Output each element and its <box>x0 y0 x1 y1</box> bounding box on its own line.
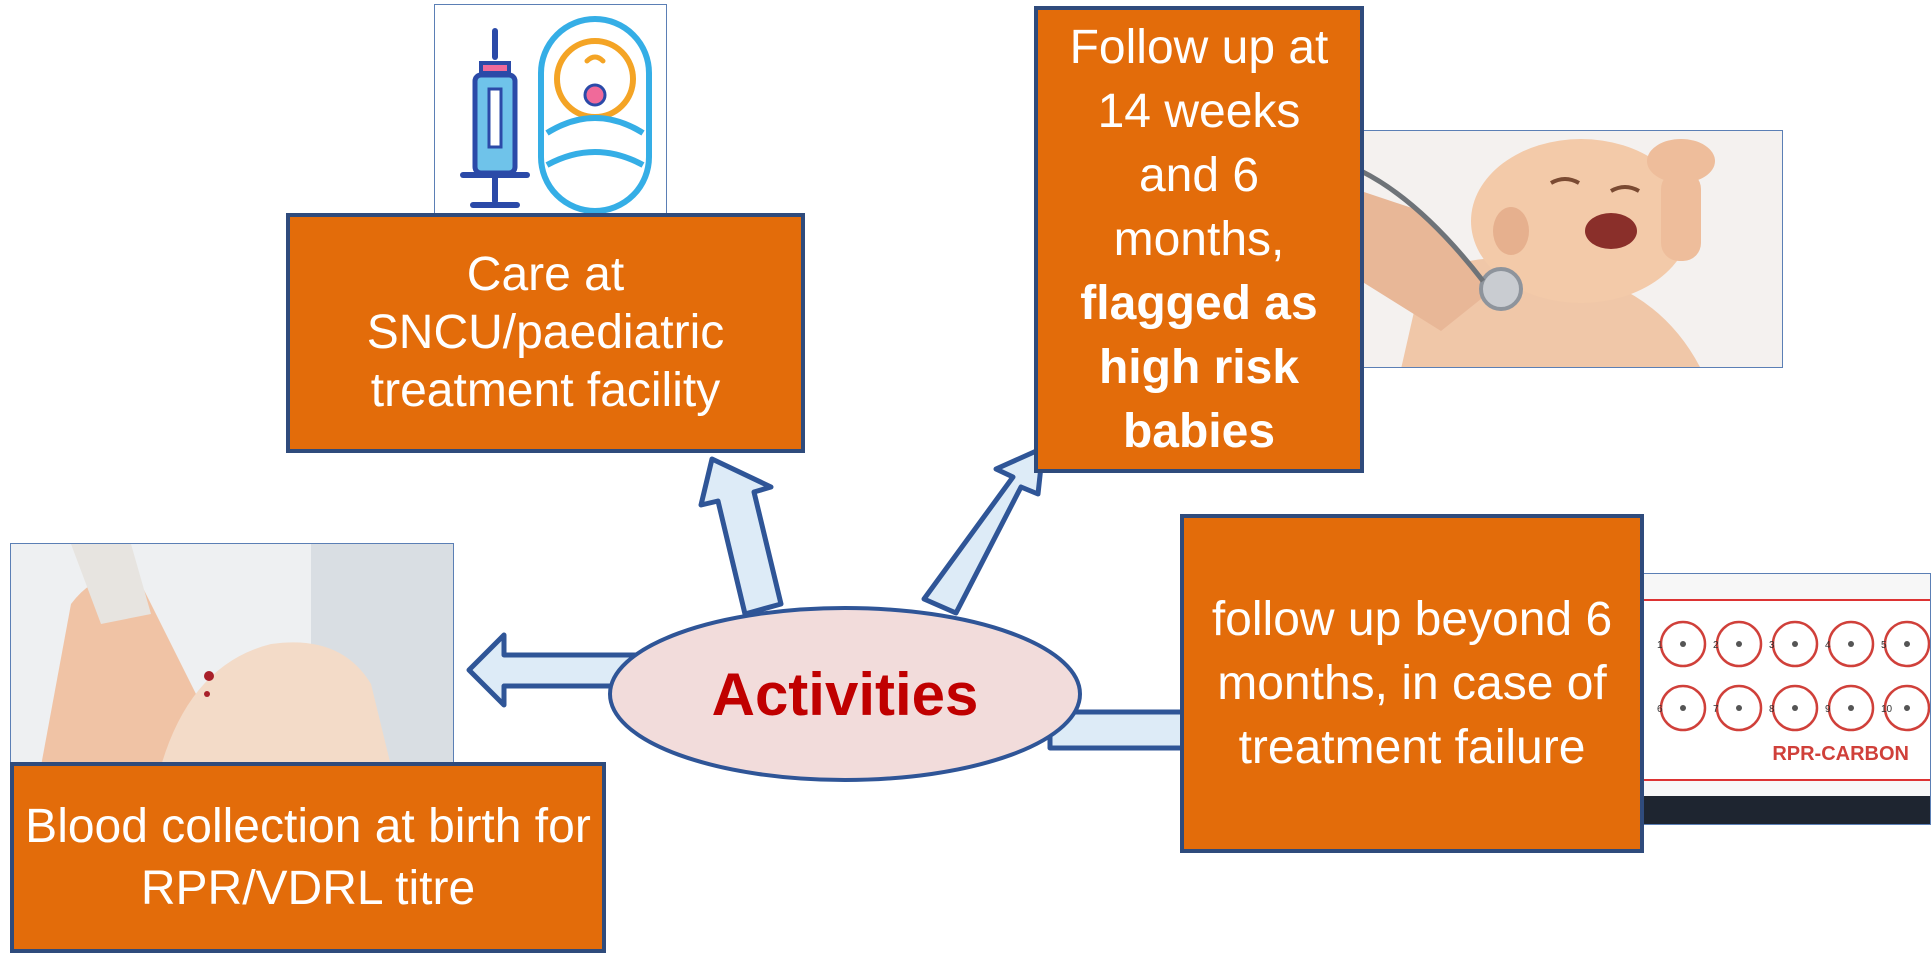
center-ellipse <box>608 606 1082 782</box>
box-followup-bold: flagged as high risk babies <box>1080 276 1318 458</box>
rpr-sample-dot <box>1848 641 1854 647</box>
rpr-circle-number: 6 <box>1657 704 1663 715</box>
rpr-sample-dot <box>1680 705 1686 711</box>
rpr-circle-number: 4 <box>1825 640 1831 651</box>
rpr-sample-dot <box>1904 705 1910 711</box>
rpr-sample-dot <box>1736 641 1742 647</box>
syringe-swaddled-baby-icon <box>434 4 667 216</box>
baby-stethoscope-photo <box>1360 130 1783 368</box>
box-followup: Follow up at 14 weeks and 6 months, flag… <box>1034 6 1364 473</box>
box-care-text: Care at SNCU/paediatric treatment facili… <box>366 248 725 417</box>
rpr-sample-dot <box>1680 641 1686 647</box>
arrow-to-care <box>698 456 784 617</box>
heel-prick-photo <box>10 543 454 765</box>
rpr-circle-number: 3 <box>1769 640 1775 651</box>
rpr-circle-number: 10 <box>1881 704 1893 715</box>
arrow-to-followup <box>921 445 1046 616</box>
rpr-sample-dot <box>1904 641 1910 647</box>
rpr-circle-number: 2 <box>1713 640 1719 651</box>
rpr-sample-dot <box>1792 641 1798 647</box>
rpr-card-photo: 1 2 3 4 5 6 7 8 9 10 RPR-CARBON <box>1640 573 1931 825</box>
center-label: Activities <box>711 661 979 728</box>
rpr-circle-number: 9 <box>1825 704 1831 715</box>
rpr-circle-number: 8 <box>1769 704 1775 715</box>
rpr-circle-number: 7 <box>1713 704 1719 715</box>
box-followup-text: Follow up at 14 weeks and 6 months, flag… <box>1054 16 1344 464</box>
box-beyond-text: follow up beyond 6 months, in case of tr… <box>1211 592 1613 774</box>
box-followup-plain: Follow up at 14 weeks and 6 months, <box>1069 20 1329 266</box>
rpr-sample-dot <box>1736 705 1742 711</box>
rpr-sample-dot <box>1792 705 1798 711</box>
box-blood-text: Blood collection at birth for RPR/VDRL t… <box>25 799 591 915</box>
rpr-card-label: RPR-CARBON <box>1772 743 1909 765</box>
rpr-sample-dot <box>1848 705 1854 711</box>
box-blood: Blood collection at birth for RPR/VDRL t… <box>10 762 606 953</box>
rpr-circle-number: 5 <box>1881 640 1887 651</box>
rpr-circle-number: 1 <box>1657 640 1663 651</box>
box-care: Care at SNCU/paediatric treatment facili… <box>286 213 805 453</box>
box-beyond: follow up beyond 6 months, in case of tr… <box>1180 514 1644 853</box>
